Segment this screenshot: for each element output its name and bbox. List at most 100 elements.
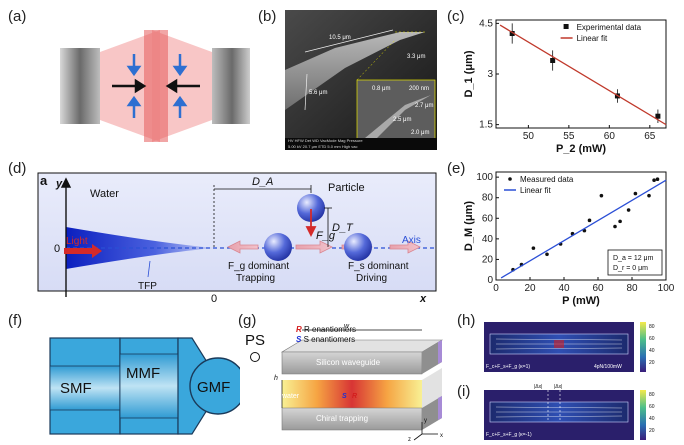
sem-dim-2: 3.3 μm [407, 54, 425, 60]
driven-particle [344, 233, 372, 261]
data-point [655, 177, 660, 181]
data-point [655, 113, 661, 119]
y-tick-label: 20 [482, 254, 494, 265]
g-h-label: h [274, 375, 278, 382]
i-formula: F_c+F_s+F_g (κ=-1) [486, 432, 532, 438]
g-water-label: water [281, 393, 300, 400]
chiral-trapping-label: Chiral trapping [316, 414, 368, 423]
h-scale: 4pN/100mW [594, 364, 622, 370]
panel-f-schematic: SMF MMF GMF [49, 337, 240, 435]
x-tick-label: 100 [658, 283, 675, 294]
sem-inset [356, 79, 436, 143]
ps-label: PS [245, 332, 266, 349]
data-point [545, 252, 549, 257]
h-colorbar [640, 322, 646, 372]
field-intensity [282, 380, 422, 408]
y-tick-label: 3 [487, 69, 493, 80]
dt-label: D_T [332, 222, 354, 234]
x-axis-label: x [419, 293, 427, 305]
panel-label-a: (a) [8, 8, 27, 25]
sem-dim-1: 10.5 μm [329, 35, 351, 41]
silicon-waveguide-label: Silicon waveguide [316, 358, 381, 367]
y-tick-label: 80 [482, 193, 494, 204]
y-zero-label: 0 [54, 243, 60, 255]
panel-h-field-map: F_c+F_s+F_g (κ=1) 4pN/100mW 80 60 40 20 [484, 322, 655, 372]
data-point [618, 219, 622, 224]
panel-i-field-map: |Δx| |Δx| F_c+F_s+F_g (κ=-1) 80 60 40 20 [484, 382, 655, 440]
x-tick-label: 80 [626, 283, 638, 294]
gravity-force-arrow [305, 209, 317, 238]
r-mark: R [352, 393, 357, 400]
sem-dim-8: 2.0 μm [411, 130, 429, 136]
i-dx-right: |Δx| [554, 384, 562, 390]
sem-dim-6: 2.7 μm [415, 103, 433, 109]
annotation-text: D_a = 12 μm [613, 255, 654, 262]
horizontal-force-arrows [112, 78, 200, 94]
data-point [652, 178, 656, 183]
i-dx-left: |Δx| [534, 384, 542, 390]
panel-label-e: (e) [447, 160, 466, 177]
fit-line [500, 179, 667, 279]
g-w-label: w [344, 323, 350, 330]
da-label: D_A [252, 176, 273, 188]
r-legend-mark: R [296, 325, 302, 334]
dt-dimension [324, 207, 332, 247]
data-point [633, 191, 638, 196]
legend-entry: Linear fit [520, 186, 551, 195]
tfp-label: TFP [138, 281, 157, 292]
y-axis-label: D_1 (μm) [463, 50, 475, 97]
r-enantiomers-legend: R R enantiomers [296, 325, 356, 334]
svg-text:20: 20 [649, 428, 655, 434]
mmf-label: MMF [126, 365, 160, 382]
data-point [613, 224, 617, 229]
r-legend-text: R enantiomers [304, 325, 357, 334]
particle-label: Particle [328, 182, 365, 194]
panel-label-d: (d) [8, 160, 27, 177]
gmf-sphere [189, 357, 240, 415]
vertical-force-arrows [126, 54, 188, 118]
s-mark: S [342, 393, 347, 400]
legend-entry: Measured data [520, 175, 574, 184]
x-axis-label: P_2 (mW) [556, 143, 606, 155]
tapered-fiber [285, 32, 425, 110]
svg-text:20: 20 [649, 360, 655, 366]
data-point [550, 58, 556, 63]
ps-particle [250, 352, 260, 362]
driving-label-line2: Driving [356, 273, 387, 284]
x-zero-label: 0 [211, 293, 217, 305]
panel-label-f: (f) [8, 312, 23, 329]
trap-overlap [144, 30, 168, 142]
gmf-label: GMF [197, 379, 230, 396]
y-tick-label: 60 [482, 213, 494, 224]
annotation-text: D_r = 0 μm [613, 265, 648, 272]
coordinate-axes [413, 422, 438, 441]
da-dimension [213, 185, 312, 247]
data-point [531, 246, 536, 250]
legend-swatch-square [563, 24, 569, 29]
data-point [587, 218, 592, 223]
panel-label-h: (h) [457, 312, 476, 329]
svg-text:60: 60 [649, 336, 655, 342]
trapping-label-line2: Trapping [236, 273, 275, 284]
x-tick-label: 40 [558, 283, 570, 294]
s-legend-mark: S [296, 335, 302, 344]
y-axis-label: y [55, 178, 63, 190]
y-tick-label: 40 [482, 234, 494, 245]
i-colorbar [640, 390, 646, 440]
svg-text:HV HFW Det WD VacMode Mag: HV HFW Det WD VacMode Mag Pressure [288, 138, 363, 143]
light-label: Light [66, 236, 88, 247]
particle [297, 194, 325, 222]
fit-line [499, 24, 667, 126]
x-tick-label: 65 [644, 131, 656, 142]
x-tick-label: 20 [524, 283, 536, 294]
annotation-box [607, 249, 663, 276]
g-axis-x: x [440, 433, 443, 439]
right-fiber-block [212, 48, 250, 124]
legend-entry: Linear fit [577, 34, 608, 43]
y-tick-label: 0 [487, 275, 493, 286]
sem-dim-3: 5.6 μm [309, 90, 327, 96]
data-point [599, 193, 604, 198]
left-fiber-block [60, 48, 100, 124]
g-axis-z: z [408, 437, 411, 442]
sem-dim-4: 0.8 μm [372, 86, 390, 92]
